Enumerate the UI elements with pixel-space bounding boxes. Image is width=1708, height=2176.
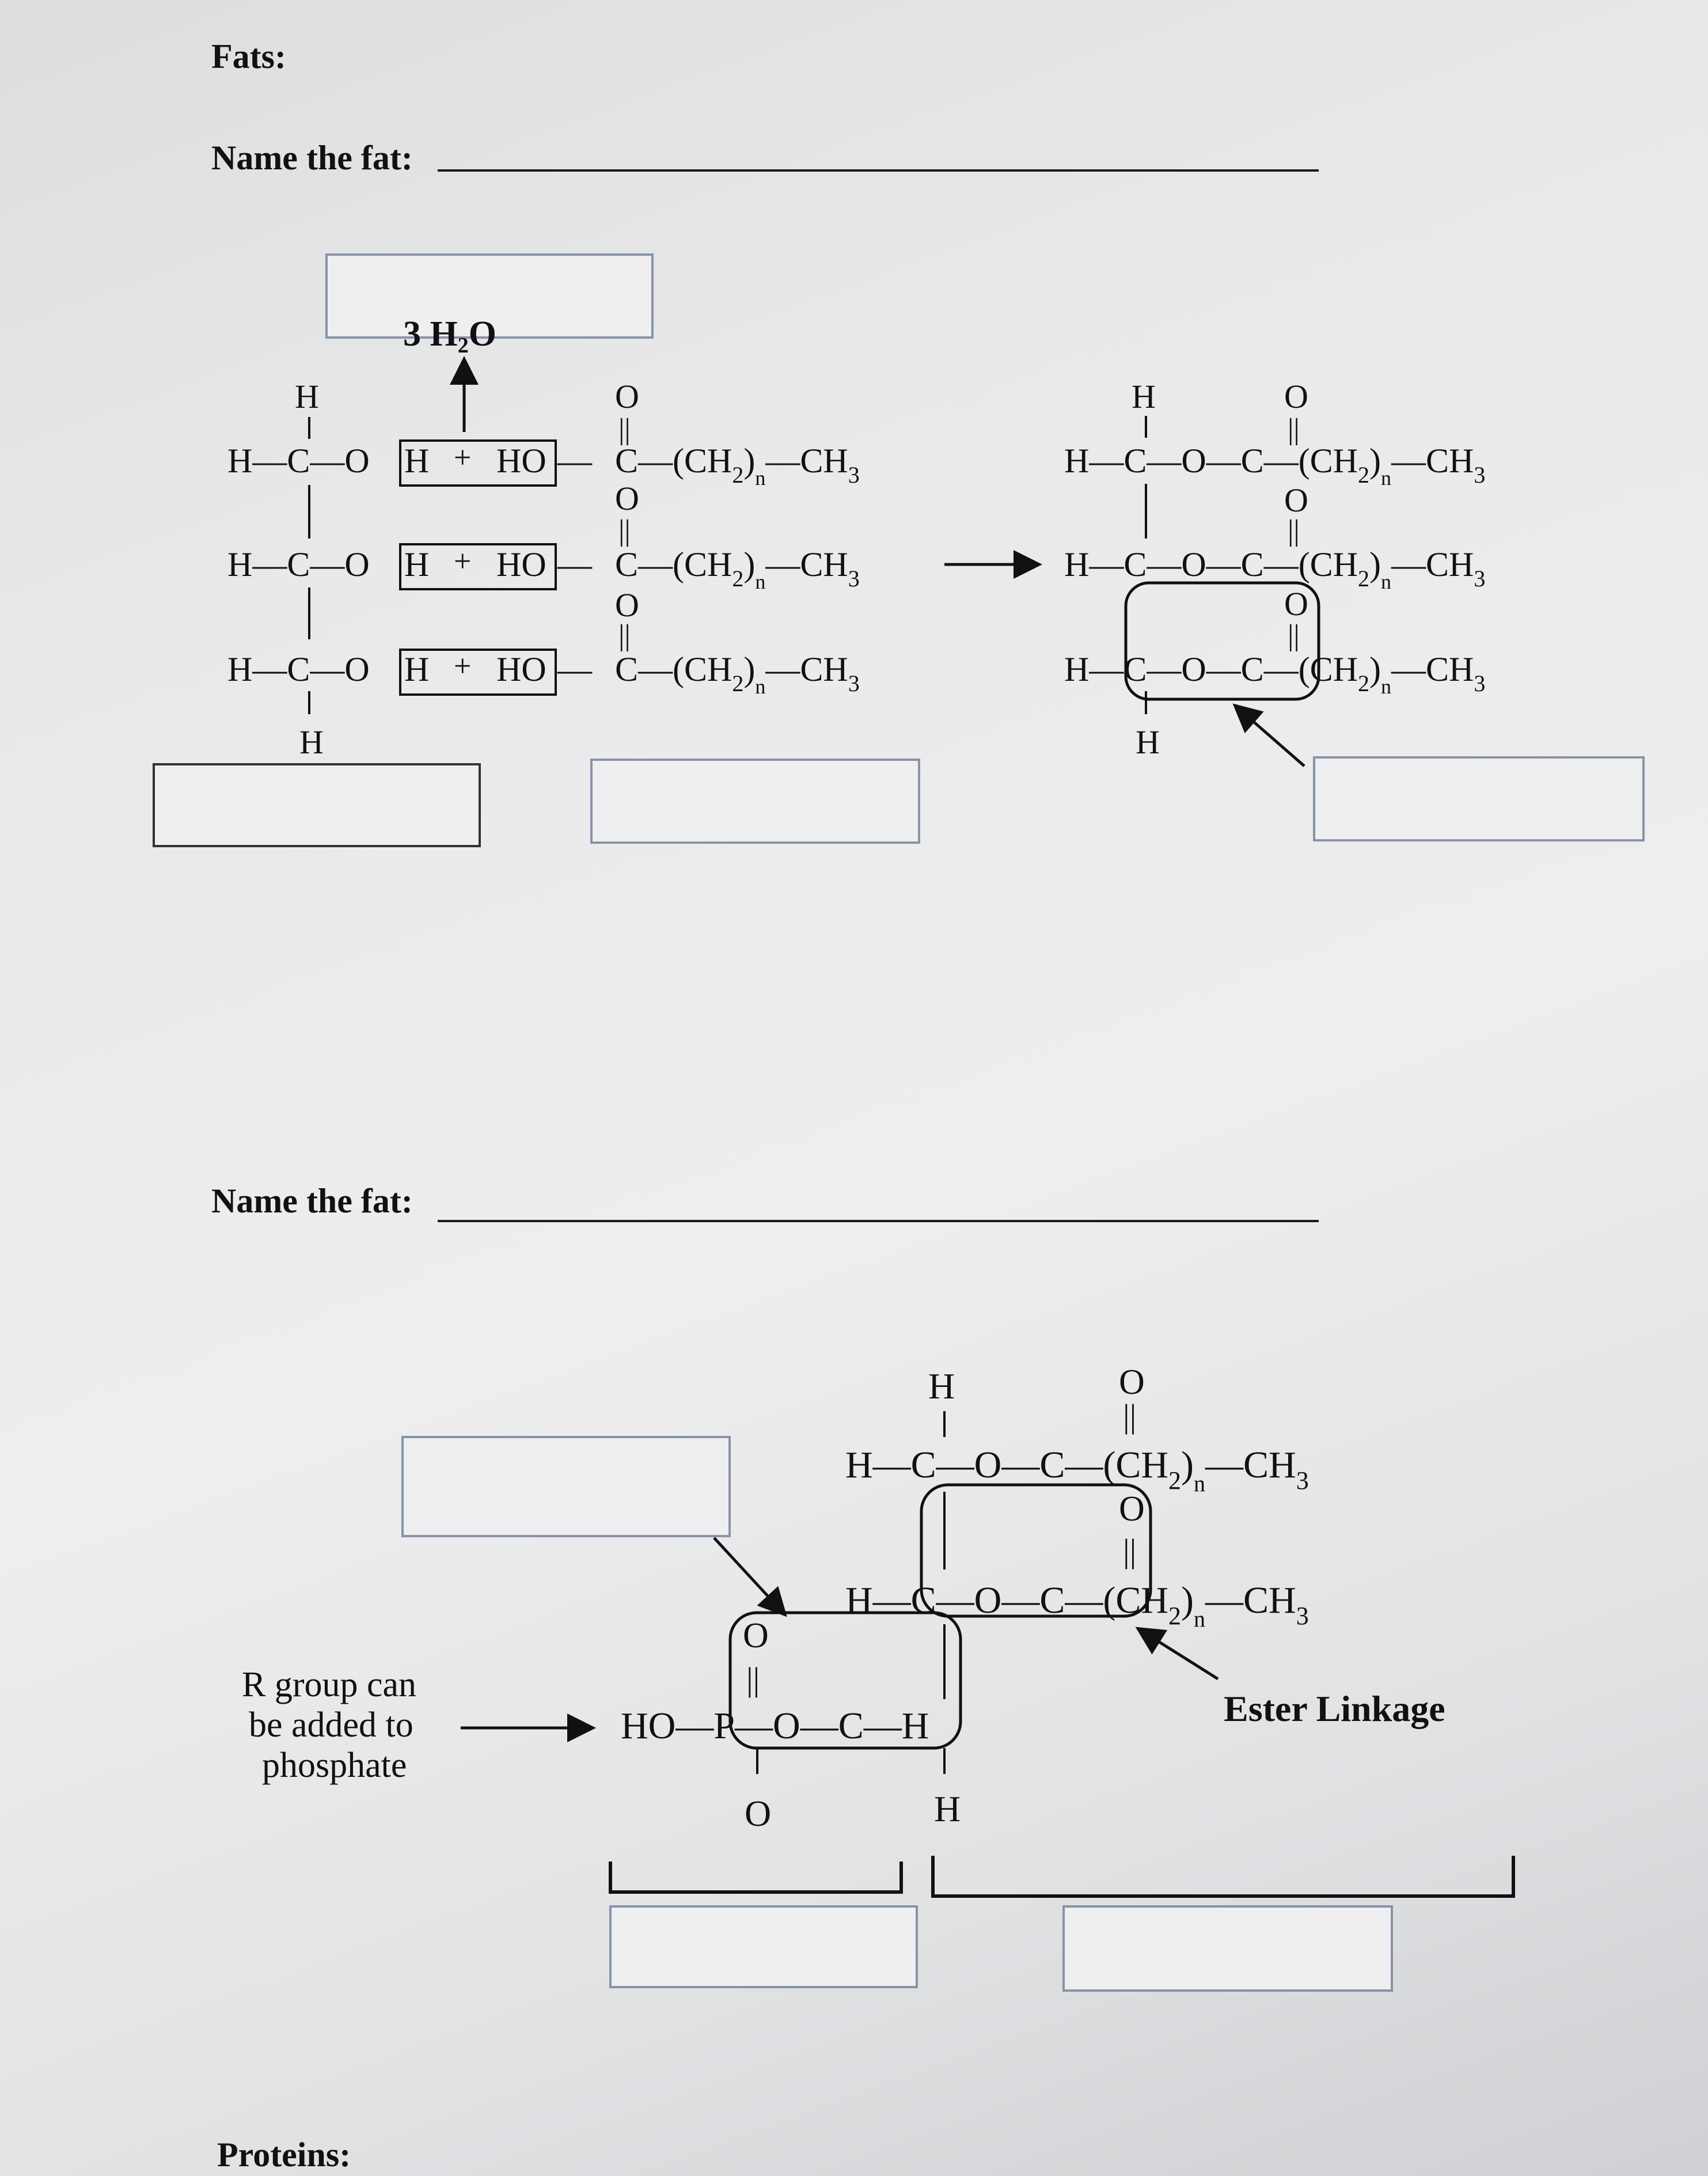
pl-o-2: O bbox=[1119, 1489, 1145, 1529]
oh-box-row-3 bbox=[399, 649, 557, 696]
pl-double-bond-2: || bbox=[1123, 1532, 1136, 1570]
r-group-label-3: phosphate bbox=[262, 1746, 407, 1785]
tg-double-bond-3: || bbox=[1288, 619, 1300, 652]
double-bond-row-1: || bbox=[618, 413, 631, 446]
ho-row-1: HO bbox=[496, 442, 546, 480]
fatty-acid-answer-box[interactable] bbox=[590, 759, 920, 844]
dash-row-1: — bbox=[557, 442, 593, 480]
tg-double-bond-1: || bbox=[1288, 413, 1300, 446]
carbonyl-o-row-2: O bbox=[615, 480, 639, 517]
proteins-heading: Proteins: bbox=[217, 2136, 351, 2174]
pl-phosphate-o: O bbox=[743, 1616, 769, 1655]
double-bond-row-2: || bbox=[618, 514, 631, 547]
glycerol-row-3: H—C—O bbox=[227, 650, 370, 688]
ester-pointer-arrow bbox=[1135, 1627, 1219, 1681]
plus-row-1: + bbox=[454, 440, 471, 475]
tg-o-1: O bbox=[1284, 378, 1308, 415]
pl-o-1: O bbox=[1119, 1363, 1145, 1402]
double-bond-row-3: || bbox=[618, 619, 631, 652]
carbonyl-o-row-1: O bbox=[615, 378, 639, 415]
fats-heading: Fats: bbox=[211, 37, 286, 75]
water-answer-box[interactable] bbox=[325, 253, 654, 339]
tg-o-3: O bbox=[1284, 585, 1308, 623]
phosphate-pointer-arrow bbox=[713, 1537, 787, 1617]
ester-linkage-label: Ester Linkage bbox=[1224, 1688, 1445, 1729]
pl-double-bond-1: || bbox=[1123, 1397, 1136, 1435]
ester-box-upper bbox=[920, 1483, 1152, 1618]
phosphate-section-answer-box[interactable] bbox=[609, 1905, 918, 1988]
name-fat-2-label: Name the fat: bbox=[211, 1182, 413, 1220]
name-fat-1-label: Name the fat: bbox=[211, 139, 413, 177]
tg-row-3: H—C—O—C—(CH2)n—CH3 bbox=[1064, 650, 1485, 698]
oh-box-row-1 bbox=[399, 439, 557, 487]
water-label: 3 H2O bbox=[403, 314, 496, 358]
glycerol-row-1: H—C—O bbox=[227, 442, 370, 480]
glycerol-row-2: H—C—O bbox=[227, 545, 370, 583]
pl-bottom-h: H bbox=[934, 1788, 961, 1829]
linkage-answer-box[interactable] bbox=[1313, 756, 1645, 841]
fatty-acid-bracket bbox=[931, 1856, 1515, 1898]
name-fat-1-line[interactable] bbox=[438, 169, 1319, 172]
linkage-pointer-arrow bbox=[1232, 703, 1305, 767]
tg-row-1: H—C—O—C—(CH2)n—CH3 bbox=[1064, 442, 1485, 490]
tg-row-2: H—C—O—C—(CH2)n—CH3 bbox=[1064, 545, 1485, 593]
h-row-3: H bbox=[404, 650, 429, 688]
carbonyl-o-row-3: O bbox=[615, 586, 639, 624]
phosphate-bracket bbox=[609, 1862, 903, 1894]
tg-double-bond-2: || bbox=[1288, 514, 1300, 547]
glycerol-answer-box[interactable] bbox=[153, 763, 481, 847]
name-fat-2-line[interactable] bbox=[438, 1220, 1319, 1222]
dash-row-2: — bbox=[557, 545, 593, 583]
h-row-1: H bbox=[404, 442, 429, 480]
pl-row-3: HO—P—O—C—H bbox=[621, 1705, 929, 1747]
tg-bottom-h: H bbox=[1136, 723, 1160, 761]
ho-row-2: HO bbox=[496, 545, 546, 583]
glycerol-bottom-h: H bbox=[299, 723, 324, 761]
glycerol-top-h: H bbox=[295, 378, 319, 415]
r-group-label-1: R group can bbox=[242, 1665, 416, 1704]
tg-top-h: H bbox=[1132, 378, 1156, 415]
pl-top-h: H bbox=[928, 1366, 955, 1407]
acid-chain-row-2: C—(CH2)n—CH3 bbox=[615, 545, 860, 593]
phosphate-box bbox=[728, 1611, 962, 1750]
plus-row-2: + bbox=[454, 544, 471, 578]
ho-row-3: HO bbox=[496, 650, 546, 688]
r-group-label-2: be added to bbox=[249, 1705, 413, 1745]
pl-bottom-o: O bbox=[745, 1793, 771, 1834]
fatty-acid-section-answer-box[interactable] bbox=[1062, 1905, 1393, 1992]
oh-box-row-2 bbox=[399, 543, 557, 590]
pl-double-bond-3: || bbox=[746, 1661, 760, 1698]
ester-highlight-box bbox=[1124, 581, 1320, 701]
acid-chain-row-3: C—(CH2)n—CH3 bbox=[615, 650, 860, 698]
pl-row-2: H—C—O—C—(CH2)n—CH3 bbox=[845, 1579, 1309, 1632]
dash-row-3: — bbox=[557, 650, 593, 688]
acid-chain-row-1: C—(CH2)n—CH3 bbox=[615, 442, 860, 490]
plus-row-3: + bbox=[454, 649, 471, 683]
tg-o-2: O bbox=[1284, 482, 1308, 519]
pl-row-1: H—C—O—C—(CH2)n—CH3 bbox=[845, 1444, 1309, 1496]
h-row-2: H bbox=[404, 545, 429, 583]
phosphate-group-answer-box[interactable] bbox=[401, 1436, 731, 1537]
